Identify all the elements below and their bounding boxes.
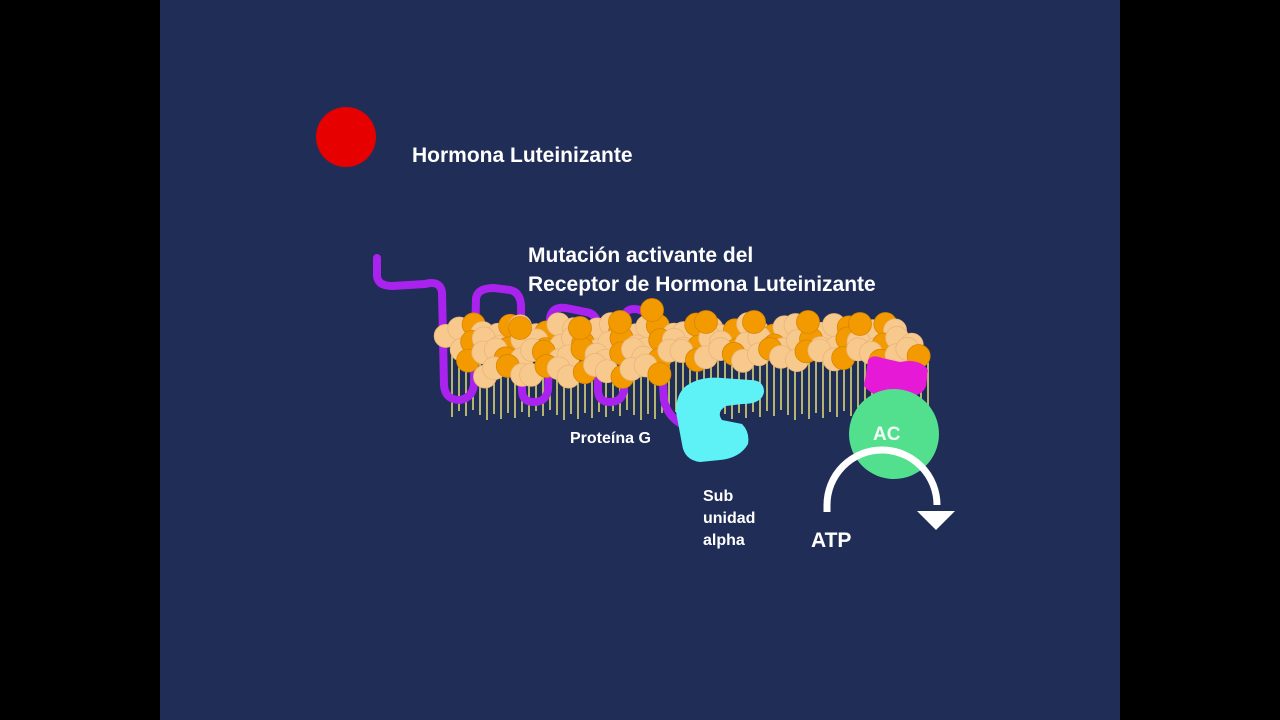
g-protein-alpha-subunit [676,377,764,462]
lipid-head [742,310,766,334]
lipid-head [568,316,592,340]
lipid-head [640,298,664,322]
lipid-head [848,312,872,336]
lipid-head [508,316,532,340]
hormone-label: Hormona Luteinizante [412,144,633,167]
title-line-2: Receptor de Hormona Luteinizante [528,273,876,296]
alpha-subunit-label: Sub unidad alpha [703,486,793,552]
title-line-1: Mutación activante del [528,244,754,267]
alpha-line-1: Sub [703,488,734,505]
lh-receptor [373,254,694,432]
hormone-icon [316,107,376,167]
lipid-heads [433,298,931,389]
atp-arrow-head [917,511,955,530]
ac-label: AC [873,424,901,445]
lipid-head [796,310,820,334]
g-protein-label: Proteína G [570,430,651,447]
atp-label: ATP [811,529,852,552]
alpha-line-2: unidad [703,510,756,527]
alpha-line-3: alpha [703,532,745,549]
diagram-title: Mutación activante del Receptor de Hormo… [528,241,876,299]
lipid-head [608,310,632,334]
atp-conversion-arrow [823,446,941,512]
adenylyl-cyclase [849,389,939,479]
ac-activator [864,356,928,398]
lipid-head [647,362,672,387]
lipid-head [694,310,718,334]
